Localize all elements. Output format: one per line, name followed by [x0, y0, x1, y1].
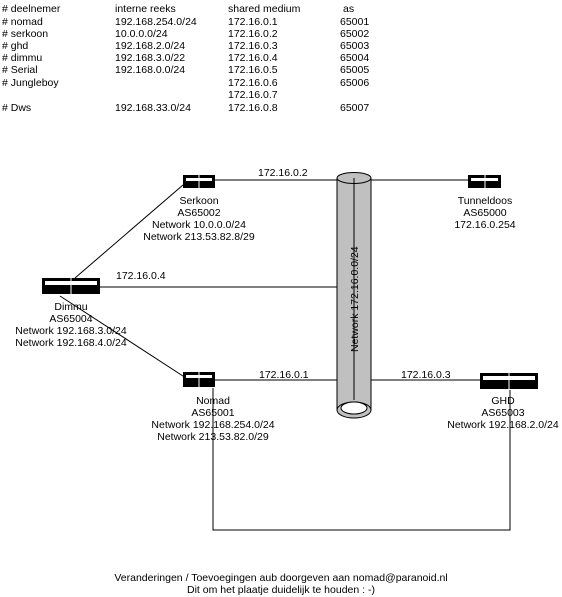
- cell-member: # Dws: [2, 102, 32, 114]
- cell-member: # serkoon: [2, 28, 49, 40]
- node-network: Network 213.53.82.8/29: [143, 231, 255, 243]
- node-address: 172.16.0.254: [454, 219, 516, 231]
- cylinder-icon: [336, 172, 372, 419]
- footer-line: Veranderingen / Toevoegingen aub doorgev…: [114, 572, 448, 584]
- cell-shared-medium: 172.16.0.4: [228, 52, 278, 64]
- cell-shared-medium: 172.16.0.2: [228, 28, 278, 40]
- cell-internal-range: 192.168.254.0/24: [115, 16, 197, 28]
- node-serkoon: Serkoon AS65002 Network 10.0.0.0/24 Netw…: [139, 195, 259, 243]
- router-icon: [183, 372, 215, 387]
- node-name: Serkoon: [179, 195, 219, 207]
- cell-member: # Jungleboy: [2, 77, 59, 89]
- node-dimmu: Dimmu AS65004 Network 192.168.3.0/24 Net…: [0, 301, 142, 349]
- cell-internal-range: 10.0.0.0/24: [115, 28, 168, 40]
- cell-as: 65007: [340, 102, 370, 114]
- cell-member: # nomad: [2, 16, 43, 28]
- medium-label: Network 172.16.0.0/24: [349, 246, 361, 352]
- cell-as: 65006: [340, 77, 370, 89]
- node-tunneldoos: Tunneldoos AS65000 172.16.0.254: [430, 195, 540, 231]
- header-as: as: [343, 3, 355, 15]
- cell-shared-medium: 172.16.0.1: [228, 16, 278, 28]
- node-network: Network 192.168.4.0/24: [15, 337, 127, 349]
- link-nomad-ghd-loop: [212, 388, 511, 531]
- node-as: AS65002: [177, 207, 221, 219]
- cell-internal-range: 192.168.2.0/24: [115, 40, 186, 52]
- cell-internal-range: 192.168.0.0/24: [115, 64, 186, 76]
- node-as: AS65000: [463, 207, 507, 219]
- node-network: Network 213.53.82.0/29: [157, 431, 269, 443]
- node-name: Tunneldoos: [457, 195, 513, 207]
- link-label-nomad: 172.16.0.1: [259, 369, 309, 381]
- cell-member: # dimmu: [2, 52, 43, 64]
- router-icon: [468, 175, 501, 188]
- router-icon: [480, 373, 538, 389]
- cell-as: 65001: [340, 16, 370, 28]
- footer-note: Veranderingen / Toevoegingen aub doorgev…: [0, 572, 562, 596]
- router-icon: [183, 175, 215, 188]
- cell-internal-range: 192.168.33.0/24: [115, 102, 191, 114]
- connection-lines: [59, 179, 511, 531]
- link-dimmu-nomad: [59, 295, 187, 379]
- cell-shared-medium: 172.16.0.6: [228, 77, 278, 89]
- node-name: Dimmu: [54, 301, 88, 313]
- cell-member: # Serial: [2, 64, 38, 76]
- cell-internal-range: 192.168.3.0/22: [115, 52, 186, 64]
- link-label-dimmu: 172.16.0.4: [116, 270, 166, 282]
- cell-as: 65004: [340, 52, 370, 64]
- router-icon: [42, 278, 100, 294]
- header-internal-range: interne reeks: [115, 3, 176, 15]
- link-label-ghd: 172.16.0.3: [401, 369, 451, 381]
- header-shared-medium: shared medium: [228, 3, 301, 15]
- node-network: Network 192.168.3.0/24: [15, 325, 127, 337]
- node-name: GHD: [491, 395, 515, 407]
- node-as: AS65003: [481, 407, 525, 419]
- cell-shared-medium: 172.16.0.7: [228, 89, 278, 101]
- link-label-serkoon: 172.16.0.2: [258, 167, 308, 179]
- node-ghd: GHD AS65003 Network 192.168.2.0/24: [444, 395, 562, 431]
- node-name: Nomad: [196, 395, 230, 407]
- link-serkoon-dimmu: [74, 184, 184, 279]
- cell-shared-medium: 172.16.0.8: [228, 102, 278, 114]
- node-nomad: Nomad AS65001 Network 192.168.254.0/24 N…: [138, 395, 288, 443]
- node-as: AS65004: [49, 313, 93, 325]
- footer-line: Dit om het plaatje duidelijk te houden :…: [187, 584, 375, 596]
- node-as: AS65001: [191, 407, 235, 419]
- node-network: Network 192.168.2.0/24: [447, 419, 559, 431]
- cell-shared-medium: 172.16.0.3: [228, 40, 278, 52]
- cell-as: 65005: [340, 64, 370, 76]
- node-network: Network 10.0.0.0/24: [152, 219, 246, 231]
- cell-shared-medium: 172.16.0.5: [228, 64, 278, 76]
- header-member: # deelnemer: [2, 3, 61, 15]
- node-network: Network 192.168.254.0/24: [151, 419, 275, 431]
- cell-as: 65003: [340, 40, 370, 52]
- cell-as: 65002: [340, 28, 370, 40]
- cell-member: # ghd: [2, 40, 29, 52]
